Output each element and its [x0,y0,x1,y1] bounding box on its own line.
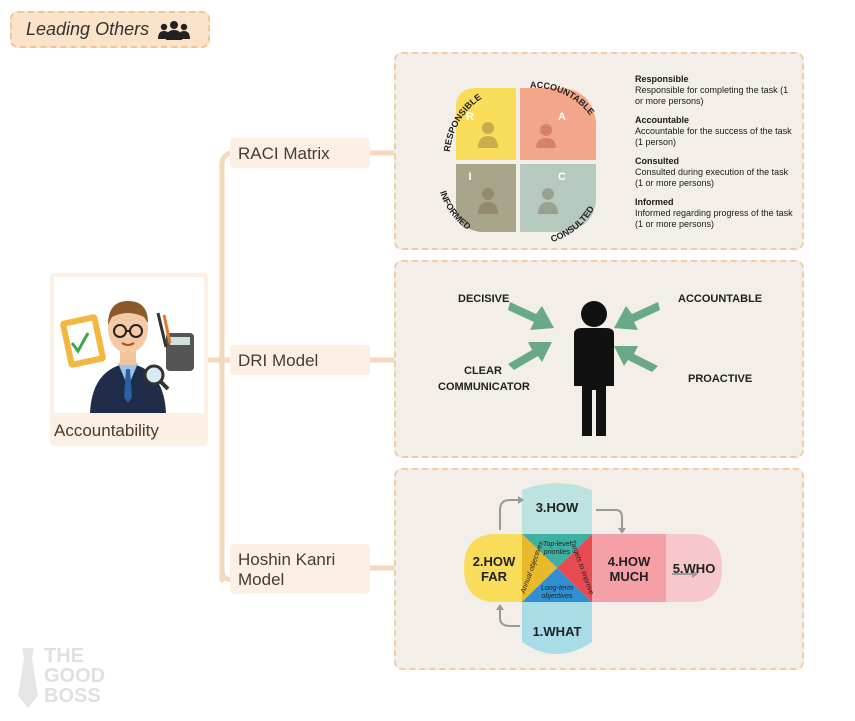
legend-title: Responsible [635,74,689,84]
legend-title: Informed [635,197,674,207]
center-label: Accountability [54,421,159,440]
raci-letter-i: I [468,171,471,183]
step-how-much-1: 4.HOW [608,554,651,569]
how-far-box [464,534,522,602]
trait-accountable: ACCOUNTABLE [678,293,762,305]
quadrant-responsible [456,88,516,160]
legend-item: Responsible Responsible for completing t… [635,74,795,107]
inner-right [557,534,592,602]
quadrant-accountable [520,88,596,160]
brand-line-3: BOSS [44,685,101,707]
trait-clear: CLEAR [464,365,502,377]
dri-diagram: DECISIVE ACCOUNTABLE CLEAR COMMUNICATOR … [438,293,762,436]
what-box [522,602,592,654]
legend-item: Accountable Accountable for the success … [635,115,795,148]
raci-letter-a: A [558,111,566,123]
center-node: Accountability [50,273,208,446]
arrow-icon [614,302,660,330]
step-how-far-1: 2.HOW [473,554,516,569]
inner-bottom [522,568,592,602]
quadrant-consulted [520,164,596,232]
quadrant-informed [456,164,516,232]
raci-letter-c: C [558,171,566,183]
tie-icon [18,648,38,708]
step-how-much-2: MUCH [610,569,649,584]
businessman-illustration [54,277,204,413]
legend-desc: Accountable for the success of the task … [635,126,792,147]
branch-label: DRI Model [238,351,319,370]
step-who: 5.WHO [673,561,716,576]
inner-top-label-1: Top-level [543,541,572,548]
branch-label: Hoshin Kanri Model [238,550,336,589]
branch-raci-matrix: RACI Matrix [230,138,370,168]
step-how-far-2: FAR [481,569,508,584]
hoshin-diagram: 3.HOW 2.HOW FAR 4.HOW MUCH 5.WHO 1.WHAT … [464,483,722,654]
brand-line-1: THE [44,645,84,667]
legend-title: Consulted [635,156,679,166]
inner-bottom-label-1: Long-term [541,585,573,592]
legend-title: Accountable [635,115,690,125]
brand-line-2: GOOD [44,665,106,687]
group-icon [158,20,191,40]
raci-diagram: R A I C RESPONSIBLE ACCOUNTABLE INFORMED… [438,80,596,244]
step-how: 3.HOW [536,500,579,515]
brand-logo: THE GOOD BOSS [14,646,114,710]
legend-desc: Informed regarding progress of the task … [635,208,793,229]
legend-item: Consulted Consulted during execution of … [635,156,795,189]
how-much-box [592,534,666,602]
raci-letter-r: R [466,111,474,123]
arrow-icon [508,302,554,330]
arrow-icon [508,342,552,370]
inner-top-label-2: priorities [543,549,571,556]
legend-item: Informed Informed regarding progress of … [635,197,795,230]
legend-desc: Responsible for completing the task (1 o… [635,85,789,106]
trait-decisive: DECISIVE [458,293,509,305]
person-silhouette [574,301,614,436]
trait-proactive: PROACTIVE [688,373,752,385]
how-box [522,483,592,534]
inner-top [522,534,592,568]
branch-label: RACI Matrix [238,144,330,163]
legend-desc: Consulted during execution of the task (… [635,167,789,188]
inner-left [522,534,557,602]
inner-bottom-label-2: objectives [541,593,573,600]
trait-communicator: COMMUNICATOR [438,381,530,393]
section-title: Leading Others [26,19,150,39]
people-icon [478,122,558,214]
branch-dri-model: DRI Model [230,345,370,375]
section-tag: Leading Others [10,11,210,48]
step-what: 1.WHAT [533,624,582,639]
arrow-icon [614,346,658,372]
branch-hoshin-kanri: Hoshin Kanri Model [230,544,370,594]
raci-legend: Responsible Responsible for completing t… [635,74,795,230]
